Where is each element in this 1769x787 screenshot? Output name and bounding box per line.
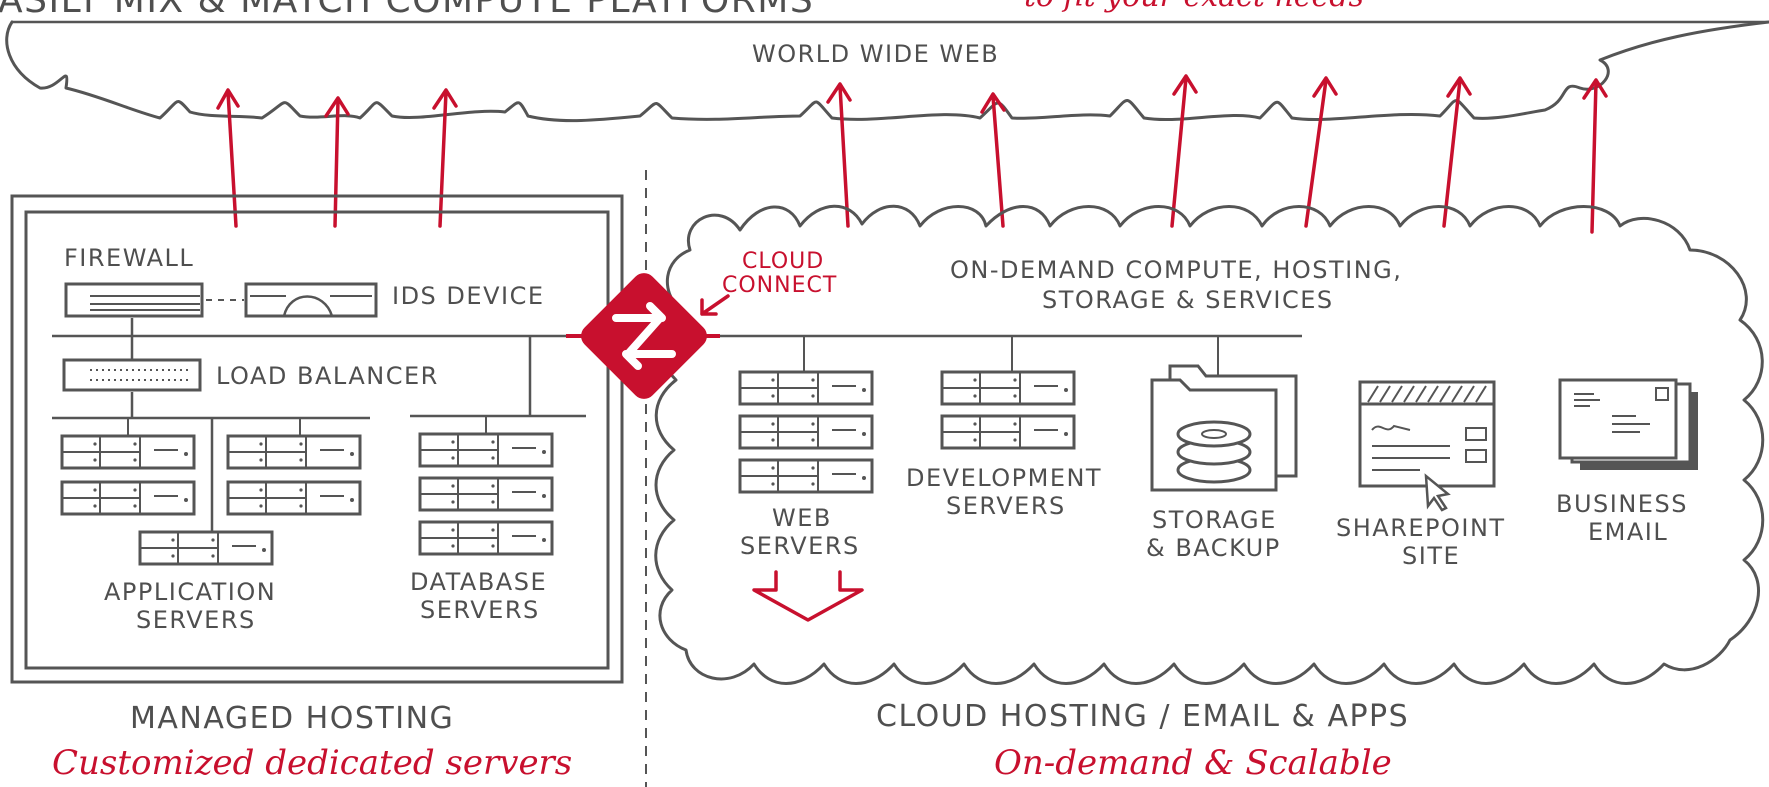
email-label-line1: BUSINESS (1556, 490, 1688, 518)
app-server-3 (226, 434, 362, 470)
cloud-connect-label-line2: CONNECT (722, 273, 837, 298)
cloud-connect-label-line1: CLOUD (742, 249, 824, 274)
web-servers-group (738, 370, 874, 494)
cloud-heading-line2: STORAGE & SERVICES (1042, 286, 1334, 314)
db-servers-label-line1: DATABASE (410, 568, 547, 596)
db-server-2 (418, 476, 554, 512)
load-balancer-device (62, 358, 202, 392)
cloud-connect-pointer (700, 294, 730, 316)
storage-label-line2: & BACKUP (1146, 534, 1281, 562)
email-label-line2: EMAIL (1588, 518, 1668, 546)
firewall-label: FIREWALL (64, 244, 194, 272)
ids-device-label: IDS DEVICE (392, 282, 544, 310)
storage-backup-icon (1150, 364, 1298, 492)
db-server-1 (418, 432, 554, 468)
managed-hosting-panel: FIREWALL IDS DEVICE LOAD BALANCER (10, 194, 624, 684)
development-servers-group (940, 370, 1076, 450)
app-server-5 (138, 530, 274, 566)
scale-down-arrow (752, 570, 864, 622)
cloud-connect-icon (566, 273, 720, 399)
sharepoint-label-line2: SITE (1402, 542, 1460, 570)
cloud-hosting-title: CLOUD HOSTING / EMAIL & APPS (876, 699, 1409, 734)
sharepoint-label-line1: SHAREPOINT (1336, 514, 1506, 542)
app-servers-label-line2: SERVERS (136, 606, 256, 634)
header-title: ASILY MIX & MATCH COMPUTE PLATFORMS (0, 0, 814, 21)
app-server-2 (60, 480, 196, 516)
managed-hosting-title: MANAGED HOSTING (130, 701, 454, 736)
business-email-icon (1558, 378, 1698, 470)
internet-cloud-line (5, 20, 1769, 123)
db-servers-label-line2: SERVERS (420, 596, 540, 624)
app-servers-label-line1: APPLICATION (104, 578, 276, 606)
load-balancer-label: LOAD BALANCER (216, 362, 439, 390)
cloud-outline (654, 204, 1765, 685)
ids-device (244, 282, 378, 318)
internet-label: WORLD WIDE WEB (752, 40, 999, 68)
web-servers-label-line2: SERVERS (740, 532, 860, 560)
storage-label-line1: STORAGE (1152, 506, 1277, 534)
cloud-hosting-tagline: On-demand & Scalable (994, 743, 1392, 783)
app-server-4 (226, 480, 362, 516)
app-server-1 (60, 434, 196, 470)
sharepoint-site-icon (1358, 380, 1496, 512)
cloud-heading-line1: ON-DEMAND COMPUTE, HOSTING, (950, 256, 1402, 284)
header-handwritten-subtitle: to fit your exact needs (1024, 0, 1364, 14)
firewall-device (64, 282, 204, 318)
dev-servers-label-line1: DEVELOPMENT (906, 464, 1102, 492)
managed-hosting-tagline: Customized dedicated servers (52, 743, 572, 783)
dev-servers-label-line2: SERVERS (946, 492, 1066, 520)
web-connection-arrows (216, 74, 1608, 234)
web-servers-label-line1: WEB (772, 504, 832, 532)
db-server-3 (418, 520, 554, 556)
